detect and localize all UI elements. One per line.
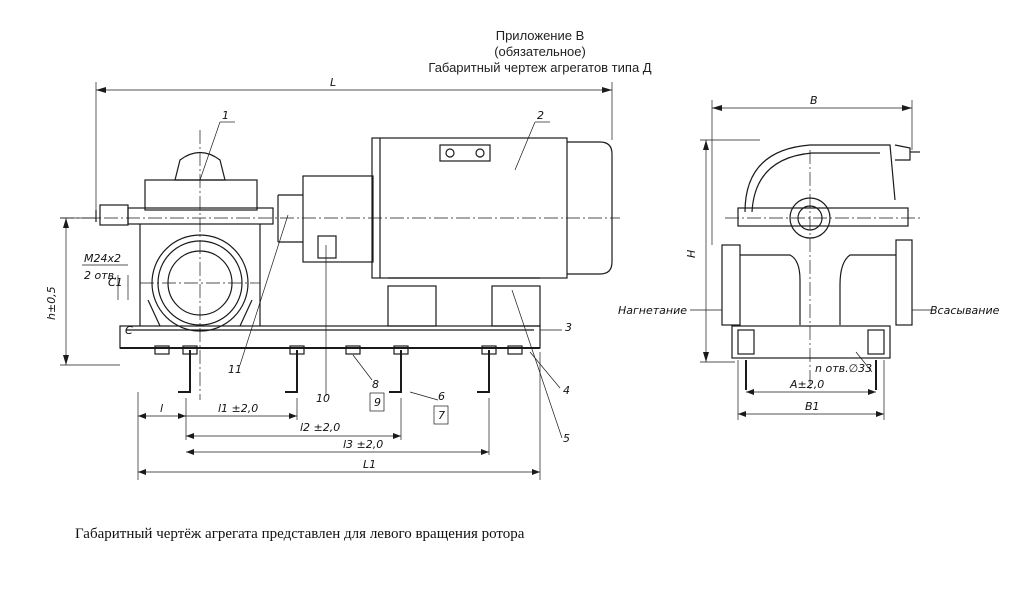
coupling-guard	[302, 175, 374, 263]
end-view: B H A±2,0	[618, 94, 1000, 420]
side-view: L	[45, 76, 620, 480]
foundation-bolts	[154, 345, 523, 393]
callout-4: 4	[563, 384, 570, 397]
callout-9: 9	[374, 396, 381, 409]
callout-8: 8	[372, 378, 379, 391]
appendix-title: Приложение В	[495, 28, 585, 43]
dim-n-holes: n отв.∅33	[815, 362, 872, 375]
callout-1: 1	[222, 109, 229, 122]
callout-10: 10	[316, 392, 330, 405]
callout-3: 3	[565, 321, 572, 334]
dim-holes: 2 отв.	[84, 269, 118, 282]
callout-5: 5	[563, 432, 570, 445]
callout-11: 11	[228, 363, 242, 376]
electric-motor	[371, 137, 613, 327]
dim-L: L	[330, 76, 336, 89]
discharge-label: Нагнетание	[618, 304, 687, 317]
dim-A: A±2,0	[789, 378, 824, 391]
callout-2: 2	[537, 109, 544, 122]
dim-B1: B1	[805, 400, 820, 413]
dim-h: h±0,5	[45, 286, 58, 320]
dim-l2: l2 ±2,0	[300, 421, 340, 434]
drawing-title: Габаритный чертеж агрегатов типа Д	[428, 60, 652, 75]
callout-6: 6	[438, 390, 445, 403]
drawing-caption: Габаритный чертёж агрегата представлен д…	[75, 526, 525, 542]
pump-casing	[95, 151, 274, 332]
suction-label: Всасывание	[930, 304, 1000, 317]
dim-m24: M24x2	[84, 252, 121, 265]
dim-H: H	[685, 250, 698, 258]
dim-l3: l3 ±2,0	[343, 438, 383, 451]
dim-c: C	[125, 324, 133, 337]
dim-B: B	[810, 94, 818, 107]
appendix-status: (обязательное)	[494, 44, 586, 59]
dim-l1: l1 ±2,0	[218, 402, 258, 415]
callout-7: 7	[438, 409, 445, 422]
dim-L1: L1	[363, 458, 376, 471]
dim-l: l	[160, 402, 163, 415]
base-frame	[119, 325, 541, 349]
dim-c1: C1	[108, 276, 123, 289]
